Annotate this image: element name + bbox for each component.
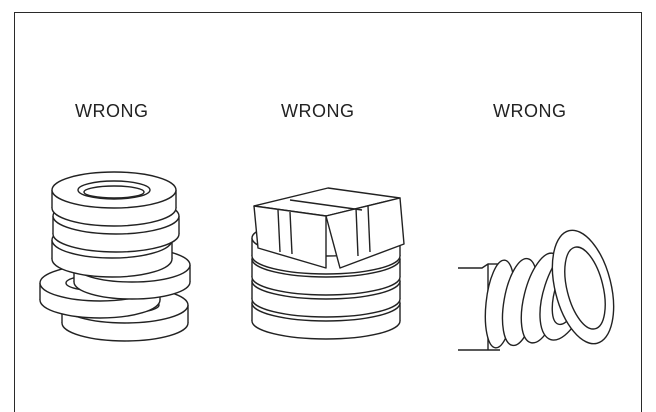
tire-1-1: [52, 172, 176, 226]
tires-leaning-against-wall-illustration: [458, 224, 624, 350]
tires-stacked-offset-illustration: [40, 172, 190, 341]
box-on-tire-stack-illustration: [252, 188, 404, 339]
